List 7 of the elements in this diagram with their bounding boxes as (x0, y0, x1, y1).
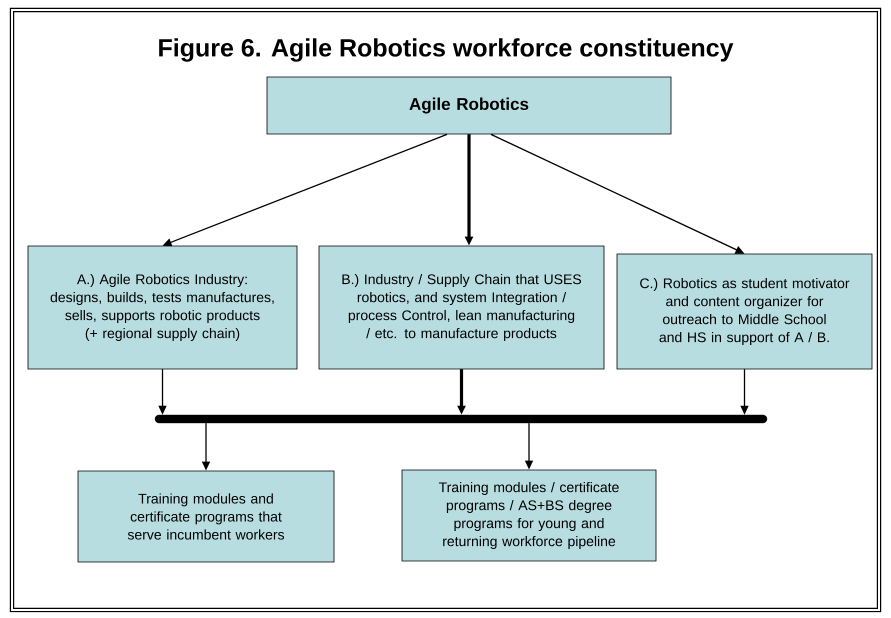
title-box: Agile Robotics (266, 76, 672, 134)
title: Figure 6. Agile Robotics workforce constituency (159, 38, 734, 62)
category-box: A.) Agile Robotics Industry: designs, builds, tests manufactures, sells, supports robotic products (+ regional supply chain) (28, 246, 298, 370)
program-box: Training modules / certificate programs / AS+BS degree programs for young and returning workforce pipeline (402, 470, 656, 562)
category-box: B.) Industry / Supply Chain that USES robotics, and system Integration / process Control, lean manufacturing / etc. to manufacture products (318, 246, 604, 370)
category-box: C.) Robotics as student motivator and content organizer for outreach to Middle School and HS in support of A / B. (616, 254, 872, 370)
program-box: Training modules and certificate programs that serve incumbent workers (78, 470, 334, 562)
